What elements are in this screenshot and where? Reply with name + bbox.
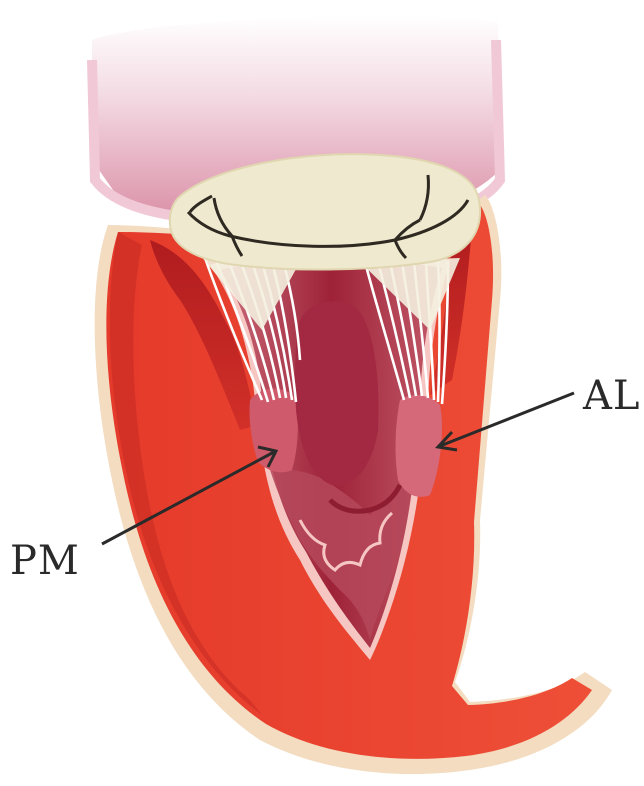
central-cavity-column <box>295 301 378 485</box>
label-al: AL <box>583 373 640 419</box>
label-pm: PM <box>10 538 80 584</box>
